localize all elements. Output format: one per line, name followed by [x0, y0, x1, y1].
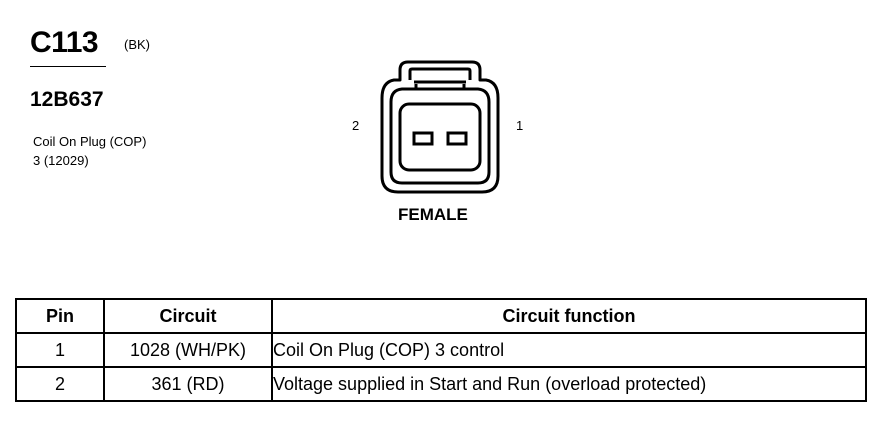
pin-table-header-row: Pin Circuit Circuit function [15, 298, 867, 334]
color-code: (BK) [124, 37, 150, 52]
part-number: 12B637 [30, 88, 104, 111]
pin-table: Pin Circuit Circuit function 1 1028 (WH/… [15, 298, 867, 402]
connector-id-underline [30, 66, 106, 67]
table-row: 2 361 (RD) Voltage supplied in Start and… [15, 366, 867, 402]
circuit-function-cell: Coil On Plug (COP) 3 control [271, 332, 867, 368]
header-circuit-function: Circuit function [271, 298, 867, 334]
pin-cell: 1 [15, 332, 105, 368]
circuit-function-cell: Voltage supplied in Start and Run (overl… [271, 366, 867, 402]
header-circuit: Circuit [103, 298, 273, 334]
header-pin: Pin [15, 298, 105, 334]
connector-gender-label: FEMALE [398, 205, 468, 224]
pin-label-left: 2 [352, 118, 360, 133]
circuit-cell: 1028 (WH/PK) [103, 332, 273, 368]
pin-cell: 2 [15, 366, 105, 402]
circuit-cell: 361 (RD) [103, 366, 273, 402]
description-line-1: Coil On Plug (COP) [33, 134, 147, 149]
description-line-2: 3 (12029) [33, 153, 89, 168]
pin-label-right: 1 [516, 118, 524, 133]
table-row: 1 1028 (WH/PK) Coil On Plug (COP) 3 cont… [15, 332, 867, 368]
connector-id: C113 [30, 26, 99, 59]
connector-face-icon [380, 60, 500, 194]
